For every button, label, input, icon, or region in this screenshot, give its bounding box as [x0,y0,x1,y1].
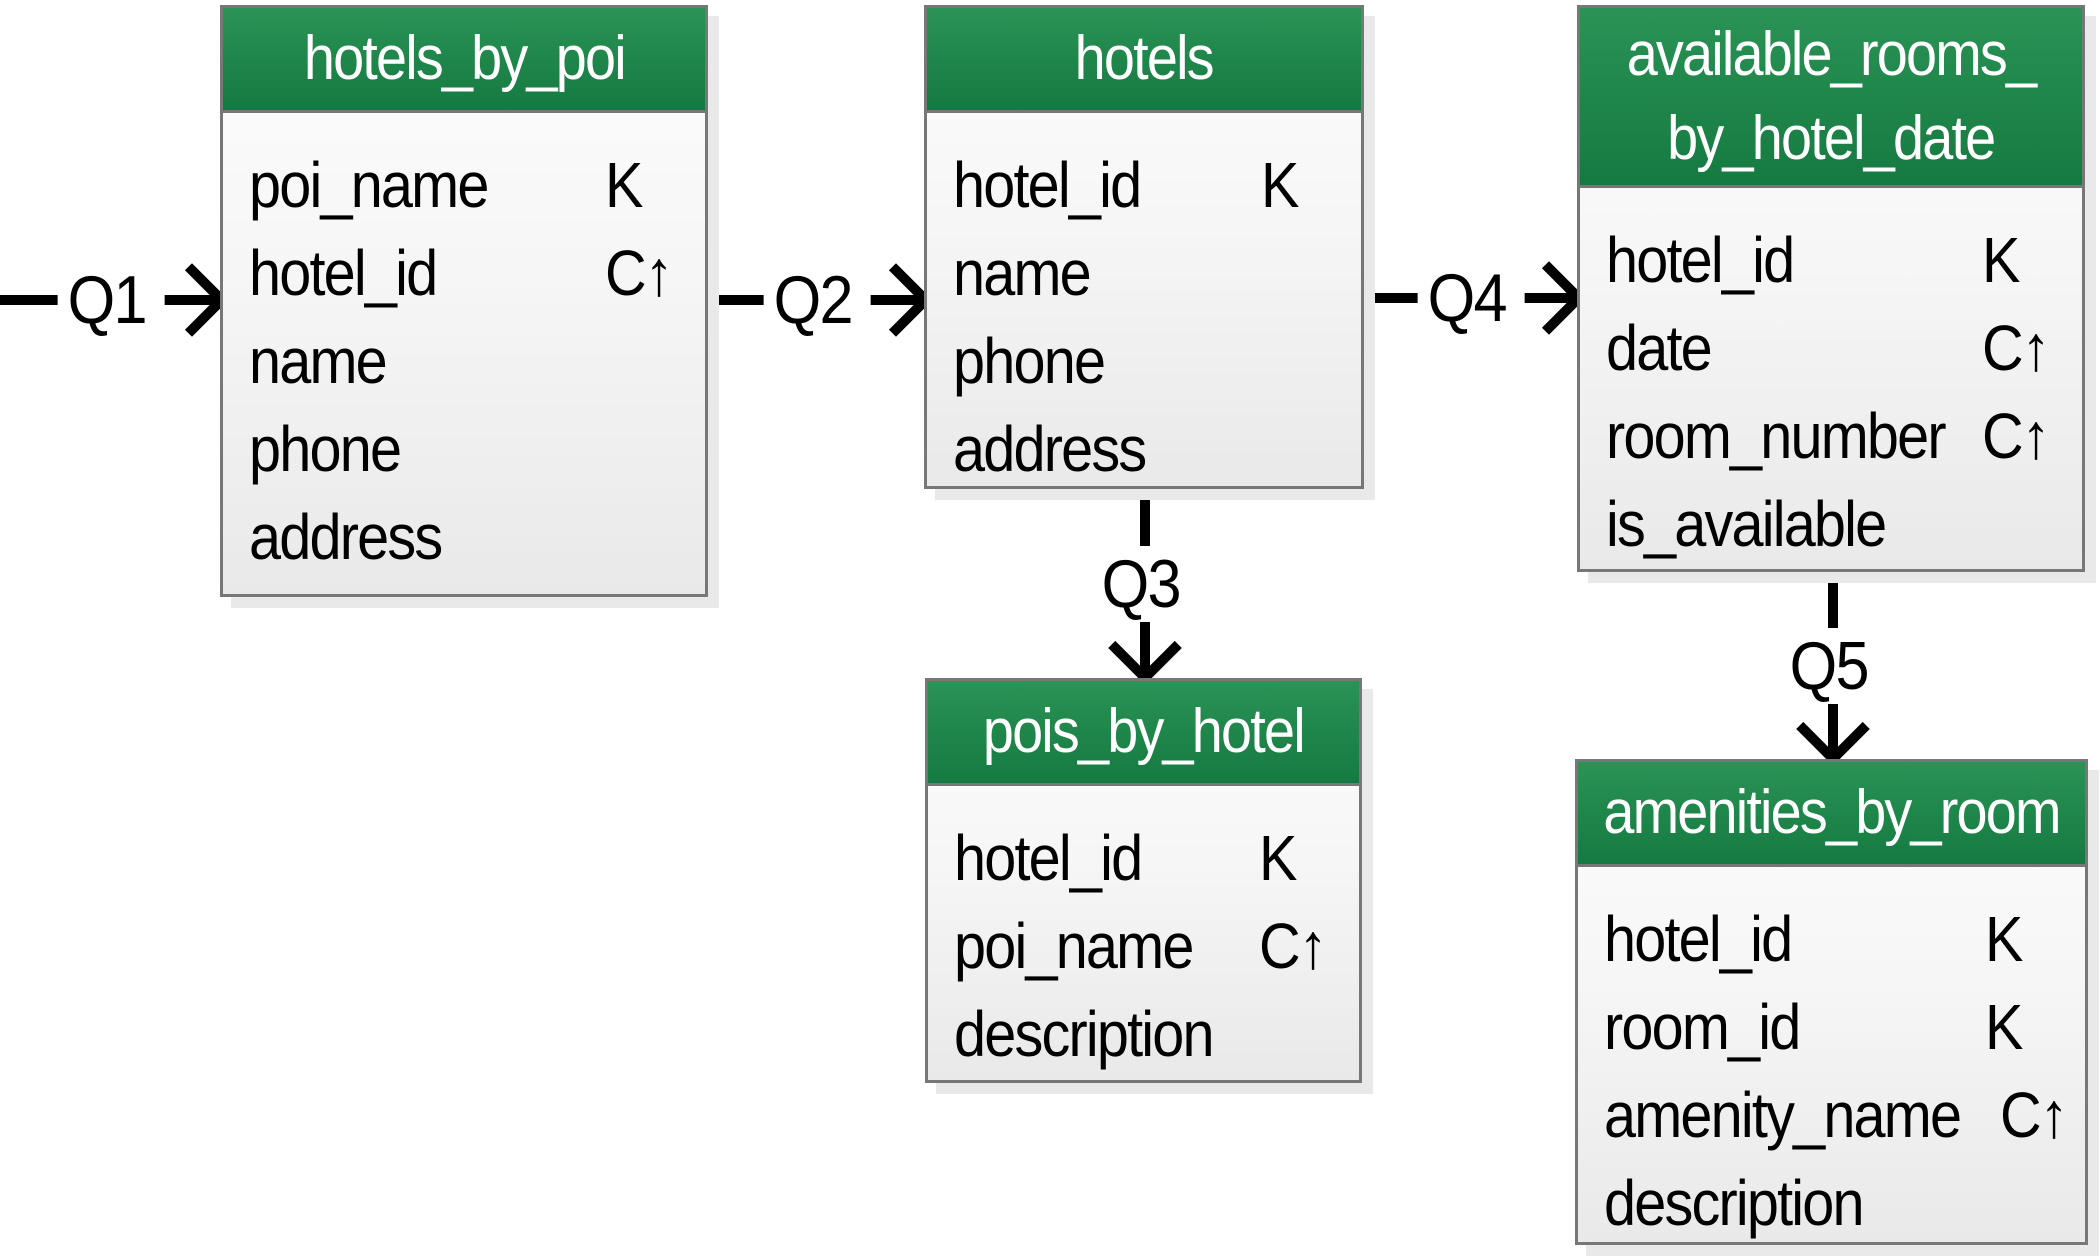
column-row: poi_name C↑ [954,902,1337,990]
column-name: room_number [1606,400,1947,472]
column-name: name [953,237,1092,309]
column-name: hotel_id [1606,224,1795,296]
q5-arrow: Q5 [1779,572,1887,766]
key-badge [1259,997,1337,1071]
key-badge: C↑ [1259,910,1328,982]
key-badge [605,412,683,486]
column-name: phone [953,325,1106,397]
q3-label: Q3 [1091,546,1199,622]
column-row: hotel_id K [954,814,1337,902]
q2-label: Q2 [763,262,871,338]
column-name: is_available [1606,488,1887,560]
table-available-rooms-by-hotel-date: available_rooms_ by_hotel_date hotel_id … [1577,5,2085,572]
column-row: name [953,229,1339,317]
column-name: poi_name [249,149,489,221]
table-title: amenities_by_room [1603,778,2061,847]
q5-label: Q5 [1779,627,1887,704]
column-row: amenity_name C↑ [1604,1071,2068,1159]
arrow-head-down-icon [1108,611,1182,685]
q4-arrow: Q4 [1363,254,1586,342]
column-row: is_available [1606,480,2060,568]
key-badge: K [1985,903,2023,975]
table-header: available_rooms_ by_hotel_date [1580,8,2082,188]
table-columns: hotel_id K poi_name C↑ description [928,786,1359,1078]
table-header: hotels [927,8,1361,113]
table-header: hotels_by_poi [223,8,705,113]
table-columns: hotel_id K date C↑ room_number C↑ is_ava… [1580,188,2082,568]
table-hotels-by-poi: hotels_by_poi poi_name K hotel_id C↑ nam… [220,5,708,597]
column-row: description [954,990,1337,1078]
key-badge [1985,1166,2063,1240]
column-row: address [249,493,683,581]
arrow-head-right-icon [155,263,229,337]
column-name: room_id [1604,991,1801,1063]
key-badge [1982,487,2060,561]
column-name: name [249,325,388,397]
column-row: room_id K [1604,983,2063,1071]
column-name: description [954,998,1215,1070]
column-name: date [1606,312,1713,384]
q3-arrow: Q3 [1091,490,1199,685]
column-name: hotel_id [953,149,1142,221]
column-name: address [953,413,1147,485]
column-name: description [1604,1167,1865,1239]
key-badge [605,500,683,574]
table-columns: hotel_id K name phone address [927,113,1361,493]
q1-label: Q1 [57,262,165,338]
q2-arrow: Q2 [708,256,933,344]
table-title: available_rooms_ [1626,19,2037,89]
key-badge: C↑ [1982,312,2051,384]
key-badge: C↑ [605,237,674,309]
column-row: date C↑ [1606,304,2060,392]
key-badge [1261,324,1339,398]
column-name: hotel_id [954,822,1143,894]
key-badge [1261,236,1339,310]
column-row: poi_name K [249,141,683,229]
column-row: description [1604,1159,2063,1247]
key-badge [1261,412,1339,486]
table-amenities-by-room: amenities_by_room hotel_id K room_id K a… [1575,759,2088,1245]
column-row: hotel_id K [1606,216,2060,304]
table-header: pois_by_hotel [928,681,1359,786]
key-badge: C↑ [1982,400,2051,472]
column-row: room_number C↑ [1606,392,2060,480]
column-row: hotel_id K [1604,895,2063,983]
column-name: poi_name [954,910,1194,982]
table-header: amenities_by_room [1578,762,2085,867]
column-name: amenity_name [1604,1079,1962,1151]
q1-arrow: Q1 [0,256,229,344]
column-row: phone [249,405,683,493]
table-title: hotels [1074,24,1215,93]
column-name: hotel_id [1604,903,1793,975]
table-title-line2: by_hotel_date [1667,103,1996,173]
table-columns: hotel_id K room_id K amenity_name C↑ des… [1578,867,2085,1247]
key-badge: C↑ [1999,1079,2069,1151]
key-badge: K [1982,224,2020,296]
column-row: name [249,317,683,405]
column-row: hotel_id K [953,141,1339,229]
table-hotels: hotels hotel_id K name phone address [924,5,1364,489]
table-columns: poi_name K hotel_id C↑ name phone addres… [223,113,705,581]
column-row: address [953,405,1339,493]
key-badge: K [605,149,643,221]
table-title: pois_by_hotel [983,697,1306,766]
column-name: phone [249,413,402,485]
table-pois-by-hotel: pois_by_hotel hotel_id K poi_name C↑ des… [925,678,1362,1083]
column-name: address [249,501,443,573]
q4-label: Q4 [1417,260,1525,336]
key-badge [605,324,683,398]
column-name: hotel_id [249,237,438,309]
column-row: phone [953,317,1339,405]
table-title: hotels_by_poi [303,24,627,93]
key-badge: K [1259,822,1297,894]
key-badge: K [1261,149,1299,221]
key-badge: K [1985,991,2023,1063]
column-row: hotel_id C↑ [249,229,683,317]
